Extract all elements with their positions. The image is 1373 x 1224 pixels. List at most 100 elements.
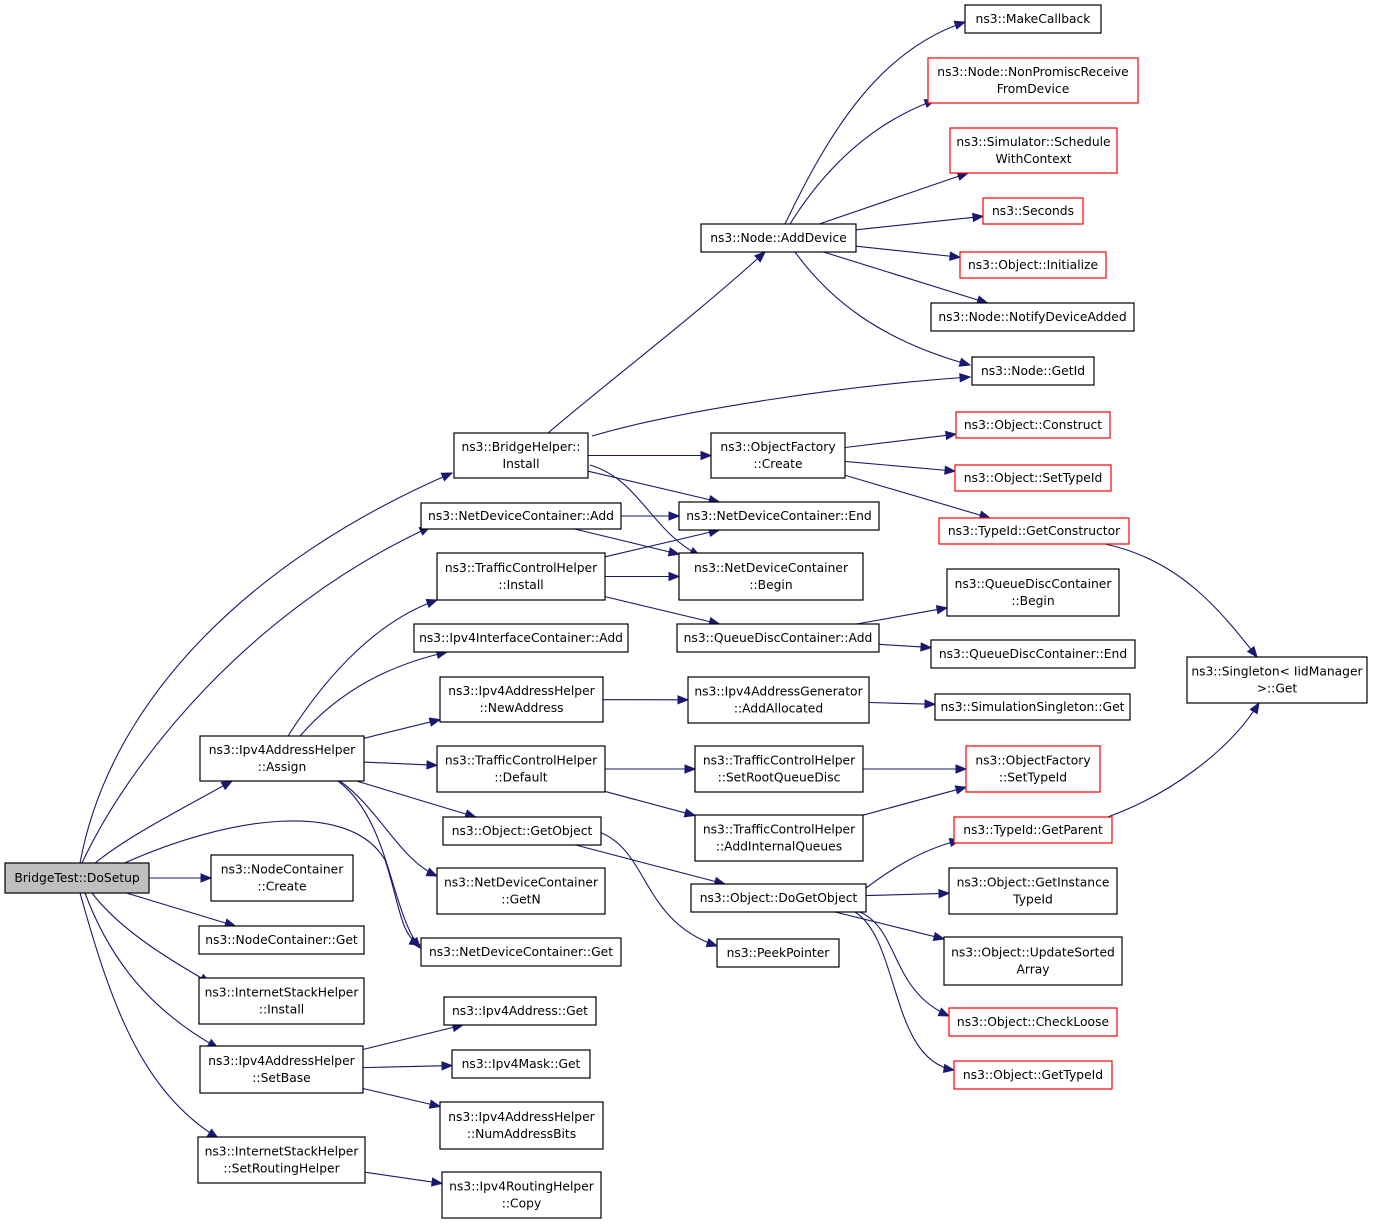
node-getobject[interactable]: ns3::Object::GetObject xyxy=(442,816,602,846)
node-ncget[interactable]: ns3::NodeContainer::Get xyxy=(198,925,365,955)
edge-nodeadddevice-to-objinit xyxy=(855,245,962,261)
node-ndcend[interactable]: ns3::NetDeviceContainer::End xyxy=(678,501,880,531)
edge-dosetup-to-setroutinghelper-line xyxy=(79,892,219,1139)
edge-bridgeinstall-to-nodegetid-arrowhead xyxy=(959,372,972,383)
node-offsettypeid[interactable]: ns3::ObjectFactory::SetTypeId xyxy=(965,745,1101,793)
node-seconds[interactable]: ns3::Seconds xyxy=(982,197,1084,225)
node-setrootqd[interactable]: ns3::TrafficControlHelper::SetRootQueueD… xyxy=(694,745,864,793)
node-objinit-label-0: ns3::Object::Initialize xyxy=(968,258,1098,272)
node-setrootqd-box xyxy=(694,745,864,793)
edge-addallocated-to-simsingleton-line xyxy=(868,701,936,705)
node-getinstancetypeid-box xyxy=(948,867,1118,915)
node-makecallback[interactable]: ns3::MakeCallback xyxy=(964,4,1102,34)
node-simsingleton[interactable]: ns3::SimulationSingleton::Get xyxy=(934,693,1131,721)
edge-tchinstall-to-ndcend-line xyxy=(604,529,720,558)
node-checkloose-label-0: ns3::Object::CheckLoose xyxy=(957,1015,1109,1029)
node-numaddrbits-label-0: ns3::Ipv4AddressHelper xyxy=(448,1110,595,1124)
node-ndcgetn[interactable]: ns3::NetDeviceContainer::GetN xyxy=(436,867,606,915)
edge-bridgeinstall-to-ndcbegin-line xyxy=(589,464,701,557)
node-objsettypeid[interactable]: ns3::Object::SetTypeId xyxy=(954,464,1112,492)
node-qdcbegin[interactable]: ns3::QueueDiscContainer::Begin xyxy=(946,568,1120,617)
edge-dosetup-to-assign-arrowhead xyxy=(220,780,234,791)
node-addallocated[interactable]: ns3::Ipv4AddressGenerator::AddAllocated xyxy=(687,676,870,724)
node-routingcopy-box xyxy=(441,1171,602,1219)
node-bridgeinstall[interactable]: ns3::BridgeHelper::Install xyxy=(453,432,589,479)
edge-assign-to-tchinstall-arrowhead xyxy=(425,599,439,608)
node-qdcadd[interactable]: ns3::QueueDiscContainer::Add xyxy=(676,623,880,653)
node-nodeadddevice[interactable]: ns3::Node::AddDevice xyxy=(700,223,857,253)
node-qdcadd-box xyxy=(676,623,880,653)
edge-dosetup-to-assign-line xyxy=(94,780,233,864)
edge-dosetup-to-bridgeinstall-line xyxy=(79,472,453,864)
node-dosetup[interactable]: BridgeTest::DoSetup xyxy=(4,862,150,894)
edge-setbase-to-ipv4maskget-line xyxy=(362,1065,453,1069)
edge-newaddress-to-addallocated xyxy=(602,695,690,705)
node-dogetobject[interactable]: ns3::Object::DoGetObject xyxy=(690,883,867,913)
node-ndcgetn-label-1: ::GetN xyxy=(501,893,540,907)
node-numaddrbits[interactable]: ns3::Ipv4AddressHelper::NumAddressBits xyxy=(439,1101,604,1150)
node-nodegetid[interactable]: ns3::Node::GetId xyxy=(971,356,1095,386)
node-qdcend[interactable]: ns3::QueueDiscContainer::End xyxy=(930,639,1136,669)
node-ndcget[interactable]: ns3::NetDeviceContainer::Get xyxy=(420,937,622,967)
node-seconds-label-0: ns3::Seconds xyxy=(992,204,1074,218)
node-ndcadd[interactable]: ns3::NetDeviceContainer::Add xyxy=(420,502,622,530)
node-nccreate[interactable]: ns3::NodeContainer::Create xyxy=(210,854,354,902)
edge-dogetobject-to-objgettypeid-arrowhead xyxy=(942,1063,956,1074)
edge-dogetobject-to-getinstancetypeid xyxy=(865,888,951,899)
edge-addallocated-to-simsingleton-arrowhead xyxy=(924,699,937,709)
node-numaddrbits-label-1: ::NumAddressBits xyxy=(467,1127,576,1141)
node-notifydev[interactable]: ns3::Node::NotifyDeviceAdded xyxy=(930,302,1135,332)
node-routingcopy[interactable]: ns3::Ipv4RoutingHelper::Copy xyxy=(441,1171,602,1219)
node-offsettypeid-label-1: ::SetTypeId xyxy=(999,771,1067,785)
edge-nodeadddevice-to-seconds-arrowhead xyxy=(972,212,985,223)
node-addinternalq[interactable]: ns3::TrafficControlHelper::AddInternalQu… xyxy=(694,814,864,862)
node-ipv4icadd[interactable]: ns3::Ipv4InterfaceContainer::Add xyxy=(413,623,629,653)
node-ndcbegin[interactable]: ns3::NetDeviceContainer::Begin xyxy=(678,552,864,601)
edge-getobject-to-dogetobject-line xyxy=(575,844,726,885)
edge-ndcadd-to-ndcend-arrowhead xyxy=(668,511,681,521)
node-setbase-label-0: ns3::Ipv4AddressHelper xyxy=(208,1054,355,1068)
node-setroutinghelper-box xyxy=(197,1136,366,1184)
node-ipv4maskget[interactable]: ns3::Ipv4Mask::Get xyxy=(451,1049,591,1079)
node-assign-label-1: ::Assign xyxy=(258,760,307,774)
node-setbase[interactable]: ns3::Ipv4AddressHelper::SetBase xyxy=(199,1045,364,1094)
node-checkloose[interactable]: ns3::Object::CheckLoose xyxy=(948,1007,1118,1037)
edge-getparent-to-singleton-arrowhead xyxy=(1249,701,1260,715)
node-setbase-box xyxy=(199,1045,364,1094)
node-objconstruct[interactable]: ns3::Object::Construct xyxy=(955,411,1111,439)
node-singleton[interactable]: ns3::Singleton< IidManager>::Get xyxy=(1186,656,1368,704)
node-newaddress[interactable]: ns3::Ipv4AddressHelper::NewAddress xyxy=(439,676,604,723)
node-getparent[interactable]: ns3::TypeId::GetParent xyxy=(953,816,1113,844)
node-objsettypeid-label-0: ns3::Object::SetTypeId xyxy=(964,471,1103,485)
node-ishinstall[interactable]: ns3::InternetStackHelper::Install xyxy=(198,977,365,1025)
edge-ndcadd-to-ndcbegin xyxy=(574,528,681,557)
node-tchdefault[interactable]: ns3::TrafficControlHelper::Default xyxy=(436,745,606,793)
node-peekpointer[interactable]: ns3::PeekPointer xyxy=(716,938,840,968)
node-objconstruct-box xyxy=(955,411,1111,439)
edge-tchdefault-to-addinternalq-arrowhead xyxy=(683,808,697,818)
edge-dosetup-to-ncget-line xyxy=(126,892,236,927)
node-getconstructor[interactable]: ns3::TypeId::GetConstructor xyxy=(938,517,1130,545)
node-updatesorted-box xyxy=(943,936,1123,986)
node-objinit[interactable]: ns3::Object::Initialize xyxy=(959,251,1107,279)
node-offcreate[interactable]: ns3::ObjectFactory::Create xyxy=(710,432,846,479)
edge-dogetobject-to-updatesorted-line xyxy=(834,911,945,940)
node-ndcget-box xyxy=(420,937,622,967)
node-setrootqd-label-1: ::SetRootQueueDisc xyxy=(718,771,841,785)
edge-getparent-to-singleton-line xyxy=(1104,702,1260,819)
edge-setbase-to-numaddrbits-line xyxy=(362,1087,441,1108)
node-bridgeinstall-label-1: Install xyxy=(502,457,539,471)
node-checkloose-box xyxy=(948,1007,1118,1037)
node-tchinstall[interactable]: ns3::TrafficControlHelper::Install xyxy=(436,552,606,601)
edge-offcreate-to-objconstruct xyxy=(844,430,958,449)
node-assign[interactable]: ns3::Ipv4AddressHelper::Assign xyxy=(199,735,365,782)
node-ipv4addrget[interactable]: ns3::Ipv4Address::Get xyxy=(443,996,597,1026)
node-offcreate-label-1: ::Create xyxy=(753,457,802,471)
node-setroutinghelper[interactable]: ns3::InternetStackHelper::SetRoutingHelp… xyxy=(197,1136,366,1184)
edge-tchdefault-to-addinternalq-line xyxy=(604,790,696,817)
node-objgettypeid[interactable]: ns3::Object::GetTypeId xyxy=(953,1060,1113,1090)
